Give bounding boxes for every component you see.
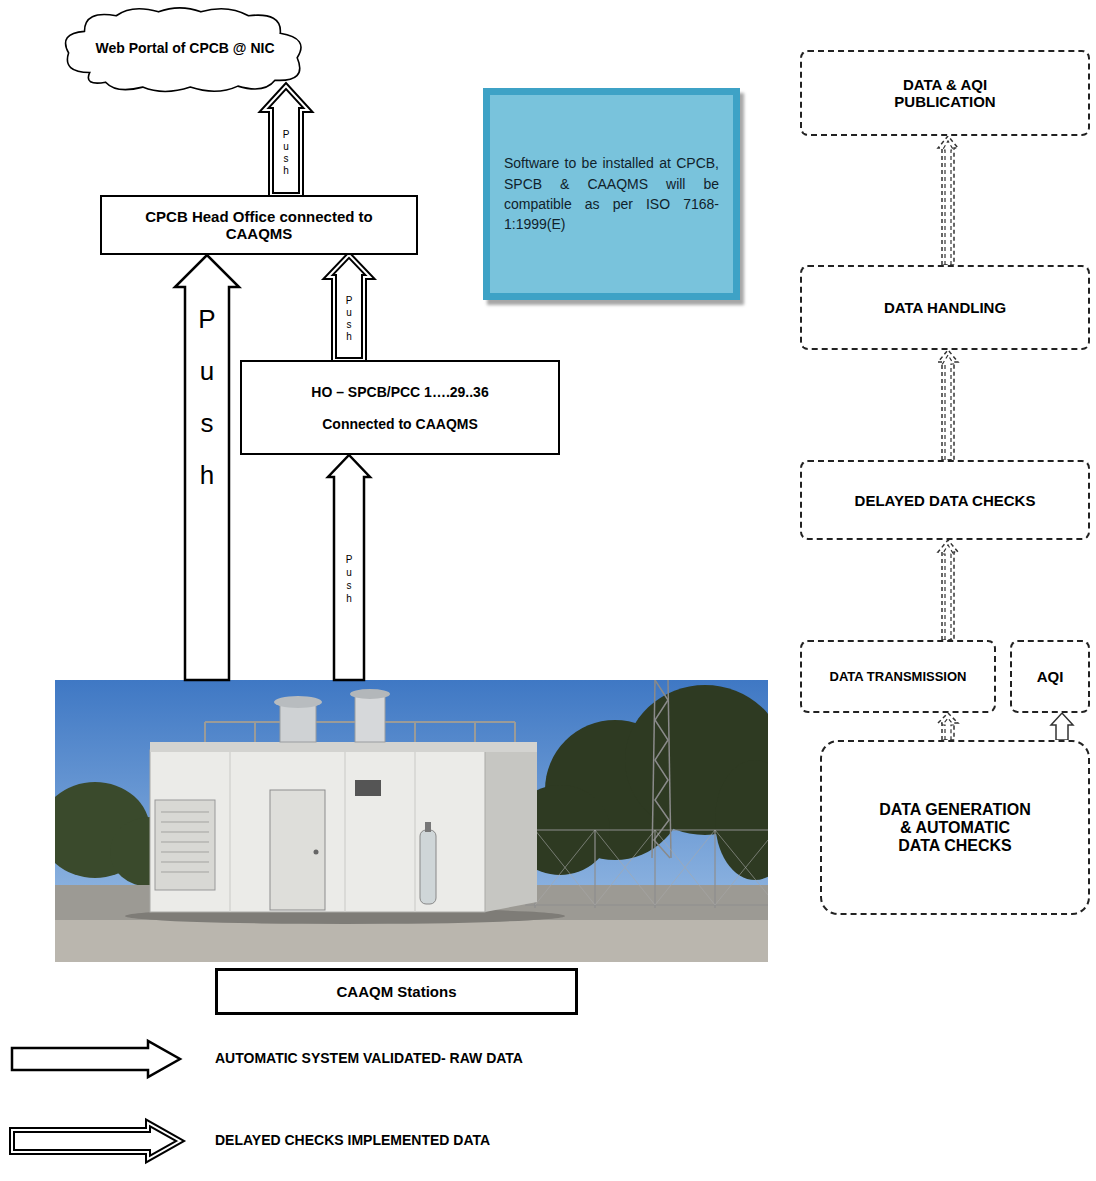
text-group: AQI <box>1018 668 1082 685</box>
text-group: DATA TRANSMISSION <box>812 669 984 684</box>
node-text: DATA & AQI PUBLICATION <box>862 76 1028 110</box>
node-text: DATA HANDLING <box>884 299 1006 316</box>
push-arrow <box>328 255 370 360</box>
node-text: Software to be installed at CPCB, SPCB &… <box>504 153 719 234</box>
arrow-inner-line <box>943 545 954 640</box>
flow-arrow <box>938 350 958 460</box>
text-group: DATA GENERATION & AUTOMATIC DATA CHECKS <box>877 801 1033 855</box>
arrow-outline <box>328 455 370 680</box>
node-text: DATA GENERATION & AUTOMATIC DATA CHECKS <box>877 801 1033 855</box>
cloud-node: Web Portal of CPCB @ NIC <box>58 4 312 92</box>
stage-box: DATA HANDLING <box>800 265 1090 350</box>
arrow-outline <box>938 136 958 265</box>
arrow-label: Push <box>345 553 353 605</box>
text-group: Web Portal of CPCB @ NIC <box>84 40 286 56</box>
arrow-inner-line <box>264 86 308 195</box>
stage-box: DATA TRANSMISSION <box>800 640 996 713</box>
arrow-inner-line <box>943 355 954 460</box>
arrow-outline <box>328 255 370 360</box>
node-text: DELAYED DATA CHECKS <box>855 492 1036 509</box>
text-group: CAAQM Stations <box>218 983 575 1000</box>
arrow-label: Push <box>345 295 353 343</box>
text-group: CPCB Head Office connected to CAAQMS <box>124 208 394 242</box>
push-arrow <box>175 255 239 680</box>
text-group: DATA HANDLING <box>862 299 1028 316</box>
arrow-inner-line <box>943 718 954 740</box>
push-arrow <box>264 86 308 195</box>
checked-data-arrow-inner <box>12 1123 180 1159</box>
legend-entry: DELAYED CHECKS IMPLEMENTED DATA <box>215 1132 490 1148</box>
text-group: HO – SPCB/PCC 1….29..36Connected to CAAQ… <box>256 384 544 432</box>
stage-box: DATA & AQI PUBLICATION <box>800 50 1090 136</box>
arrow-outline <box>175 255 239 680</box>
legend-entry: AUTOMATIC SYSTEM VALIDATED- RAW DATA <box>215 1050 523 1066</box>
flow-arrow <box>938 540 958 640</box>
stage-box: AQI <box>1010 640 1090 713</box>
legend-samples <box>0 1030 200 1175</box>
text-group: Software to be installed at CPCB, SPCB &… <box>504 153 719 234</box>
arrow-inner-line <box>328 255 370 360</box>
legend-text: AUTOMATIC SYSTEM VALIDATED- RAW DATA <box>215 1050 523 1066</box>
text-group: DATA & AQI PUBLICATION <box>862 76 1028 110</box>
stage-box: DATA GENERATION & AUTOMATIC DATA CHECKS <box>820 740 1090 915</box>
arrow-label: Push <box>282 129 290 177</box>
station-node: CAAQM Stations <box>55 680 768 1015</box>
text-group: DELAYED DATA CHECKS <box>842 492 1048 509</box>
raw-data-arrow-sample <box>12 1041 180 1077</box>
stage-box: DELAYED DATA CHECKS <box>800 460 1090 540</box>
push-arrow <box>328 455 370 680</box>
arrow-outline <box>938 540 958 640</box>
flow-arrow <box>1051 713 1073 740</box>
node-text: HO – SPCB/PCC 1….29..36 <box>311 384 488 400</box>
station-photo <box>55 680 768 962</box>
node-text: Connected to CAAQMS <box>322 416 478 432</box>
cloud-shape <box>66 8 301 92</box>
flow-arrow <box>938 136 958 265</box>
arrow-inner-line <box>943 141 954 265</box>
arrow-outline <box>1051 713 1073 740</box>
arrow-outline <box>938 713 958 740</box>
node-text: AQI <box>1037 668 1064 685</box>
checked-data-arrow-sample <box>12 1123 180 1159</box>
process-box: HO – SPCB/PCC 1….29..36Connected to CAAQ… <box>240 360 560 455</box>
node-text: Web Portal of CPCB @ NIC <box>95 40 274 56</box>
process-box: CPCB Head Office connected to CAAQMS <box>100 195 418 255</box>
station-label-box: CAAQM Stations <box>215 968 578 1015</box>
node-text: CPCB Head Office connected to CAAQMS <box>124 208 394 242</box>
node-text: CAAQM Stations <box>337 983 457 1000</box>
flow-arrow <box>938 713 958 740</box>
node-text: DATA TRANSMISSION <box>830 669 967 684</box>
arrow-outline <box>264 86 308 195</box>
legend-text: DELAYED CHECKS IMPLEMENTED DATA <box>215 1132 490 1148</box>
arrow-outline <box>938 350 958 460</box>
arrow-label: Push <box>197 293 218 501</box>
note-box: Software to be installed at CPCB, SPCB &… <box>483 88 740 300</box>
